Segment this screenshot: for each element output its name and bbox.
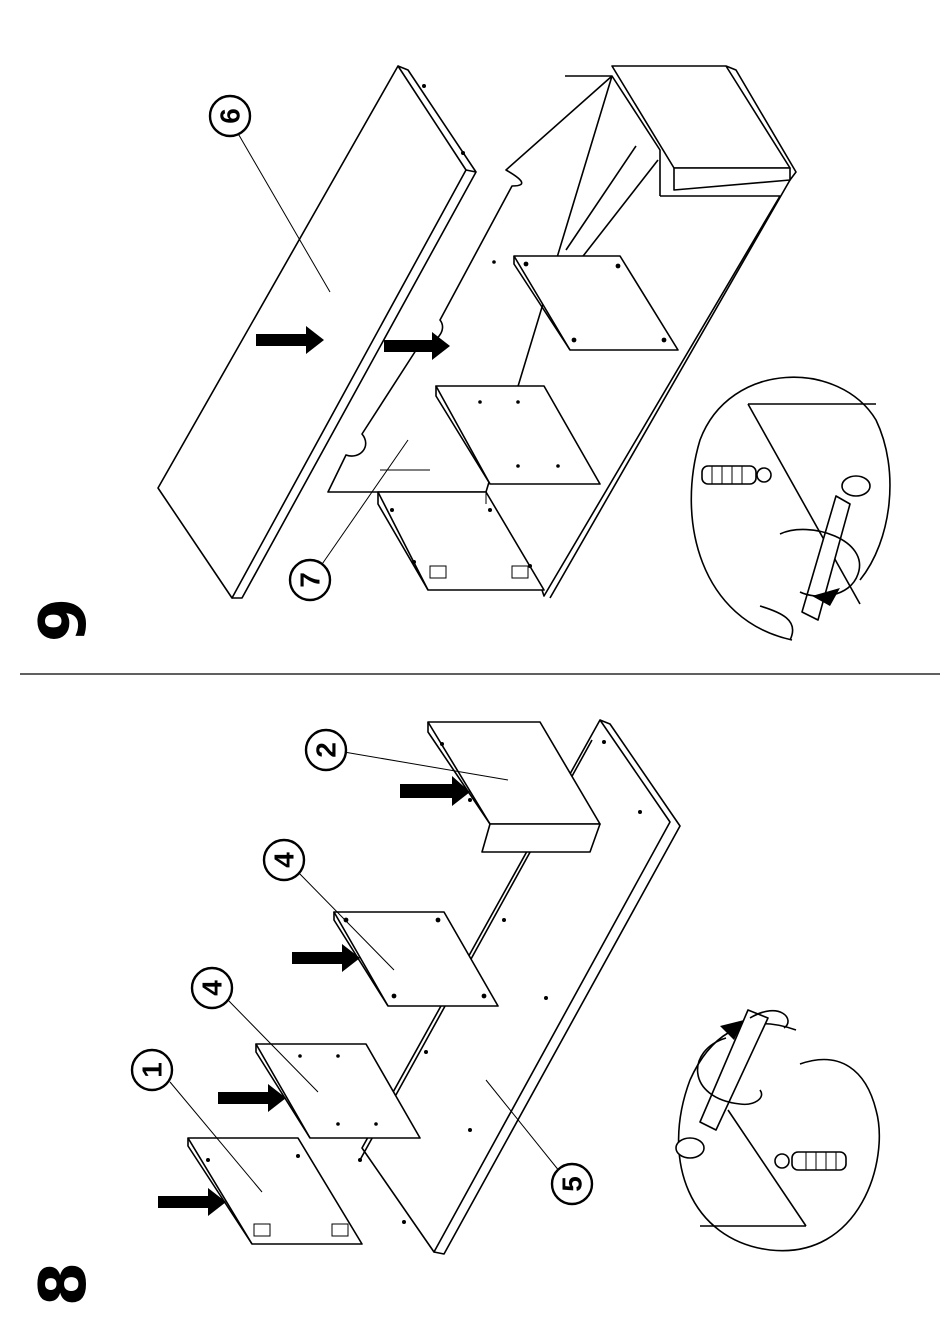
callout-1: 1 xyxy=(132,1050,172,1090)
cam-lock-icon xyxy=(842,476,870,496)
screw-detail-magnifier xyxy=(691,377,890,640)
step-number-8: 8 xyxy=(27,1262,101,1307)
push-arrow xyxy=(400,776,470,806)
step-8-diagram: 2 4 4 1 5 xyxy=(27,720,879,1306)
push-arrow xyxy=(218,1084,286,1112)
cam-bolt-icon xyxy=(702,466,756,484)
callout-4-lower-label: 4 xyxy=(197,980,228,996)
callout-4-upper-label: 4 xyxy=(269,852,300,868)
part-1 xyxy=(188,1138,362,1244)
callout-4-lower: 4 xyxy=(192,968,232,1008)
callout-2-label: 2 xyxy=(311,742,342,758)
push-arrow xyxy=(292,944,360,972)
callout-6: 6 xyxy=(210,96,250,136)
step-9-diagram: 6 7 9 xyxy=(27,66,890,642)
callout-5-label: 5 xyxy=(557,1176,588,1192)
callout-7: 7 xyxy=(290,560,330,600)
push-arrow xyxy=(158,1188,226,1216)
callout-6-label: 6 xyxy=(215,108,246,124)
callout-5: 5 xyxy=(552,1164,592,1204)
screw-detail-magnifier xyxy=(676,1010,879,1251)
callout-4-upper: 4 xyxy=(264,840,304,880)
step-number-9: 9 xyxy=(27,598,101,643)
cam-bolt-icon xyxy=(792,1152,846,1170)
callout-7-label: 7 xyxy=(295,572,326,588)
callout-1-label: 1 xyxy=(137,1062,168,1078)
cam-lock-icon xyxy=(676,1138,704,1158)
callout-2: 2 xyxy=(306,730,346,770)
